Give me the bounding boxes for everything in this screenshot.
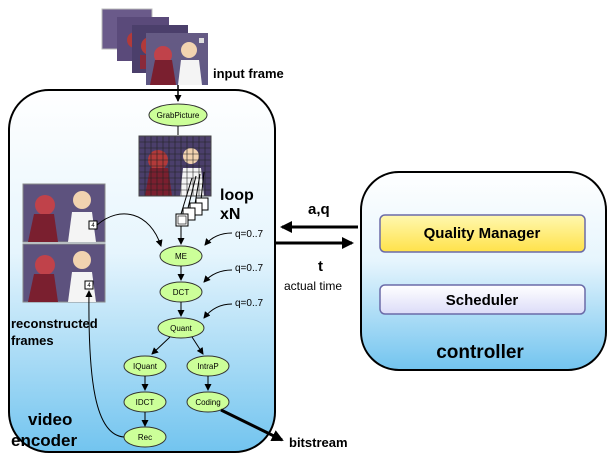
bitstream-arrow: [220, 408, 284, 442]
quality-manager-label: Quality Manager: [424, 225, 541, 242]
reconstructed-frames-label-2: frames: [11, 333, 54, 348]
q-arrow-dct: [203, 269, 233, 283]
quant-node[interactable]: Quant: [157, 317, 205, 339]
actual-time-label: actual time: [284, 279, 342, 293]
idct-node[interactable]: IDCT: [123, 391, 167, 413]
aq-label: a,q: [308, 201, 330, 218]
input-frame-image: [146, 33, 208, 85]
reconstructed-frames-label: reconstructed: [11, 316, 98, 331]
input-frame-stack: [101, 8, 208, 85]
coding-node[interactable]: Coding: [186, 391, 230, 413]
reference-to-me-arrow: [96, 213, 163, 247]
scheduler-box[interactable]: Scheduler: [379, 284, 586, 315]
macroblock-grid-frame: [138, 135, 212, 197]
q-label-dct: q=0..7: [235, 263, 264, 274]
dct-label: DCT: [173, 288, 190, 297]
grabpicture-label: GrabPicture: [157, 111, 200, 120]
block-label: 4: [91, 223, 95, 229]
loop-count-label: xN: [220, 206, 240, 223]
me-label: ME: [175, 252, 187, 261]
iquant-node[interactable]: IQuant: [123, 355, 167, 377]
controller-title: controller: [436, 342, 524, 363]
grabpicture-node[interactable]: GrabPicture: [148, 103, 208, 127]
idct-label: IDCT: [136, 398, 155, 407]
rec-label: Rec: [138, 433, 152, 442]
intrap-label: IntraP: [197, 362, 218, 371]
video-encoder-title-2: encoder: [11, 431, 78, 450]
t-label: t: [318, 258, 323, 275]
iquant-label: IQuant: [133, 362, 158, 371]
rec-node[interactable]: Rec: [123, 426, 167, 448]
quality-manager-box[interactable]: Quality Manager: [379, 214, 586, 253]
q-label-me: q=0..7: [235, 229, 264, 240]
q-label-quant: q=0..7: [235, 298, 264, 309]
quant-to-iquant-arrow: [151, 336, 171, 355]
block-label: 4: [87, 283, 91, 289]
q-arrow-quant: [203, 303, 233, 319]
loop-label: loop: [220, 187, 254, 204]
controller-panel: [360, 171, 607, 371]
macroblock-stack: [175, 197, 209, 227]
q-arrow-me: [204, 232, 233, 246]
video-encoder-title: video: [28, 410, 72, 429]
coding-label: Coding: [195, 398, 220, 407]
me-node[interactable]: ME: [159, 245, 203, 267]
scheduler-label: Scheduler: [446, 292, 519, 309]
intrap-node[interactable]: IntraP: [186, 355, 230, 377]
bitstream-label: bitstream: [289, 435, 348, 450]
input-frame-label: input frame: [213, 66, 284, 81]
reconstructed-frame-2: 4: [22, 243, 106, 303]
rec-feedback-arrow: [85, 290, 125, 438]
quant-label: Quant: [170, 324, 193, 333]
dct-node[interactable]: DCT: [159, 281, 203, 303]
reconstructed-frame-1: 4: [22, 183, 106, 243]
quant-to-intrap-arrow: [191, 336, 204, 355]
